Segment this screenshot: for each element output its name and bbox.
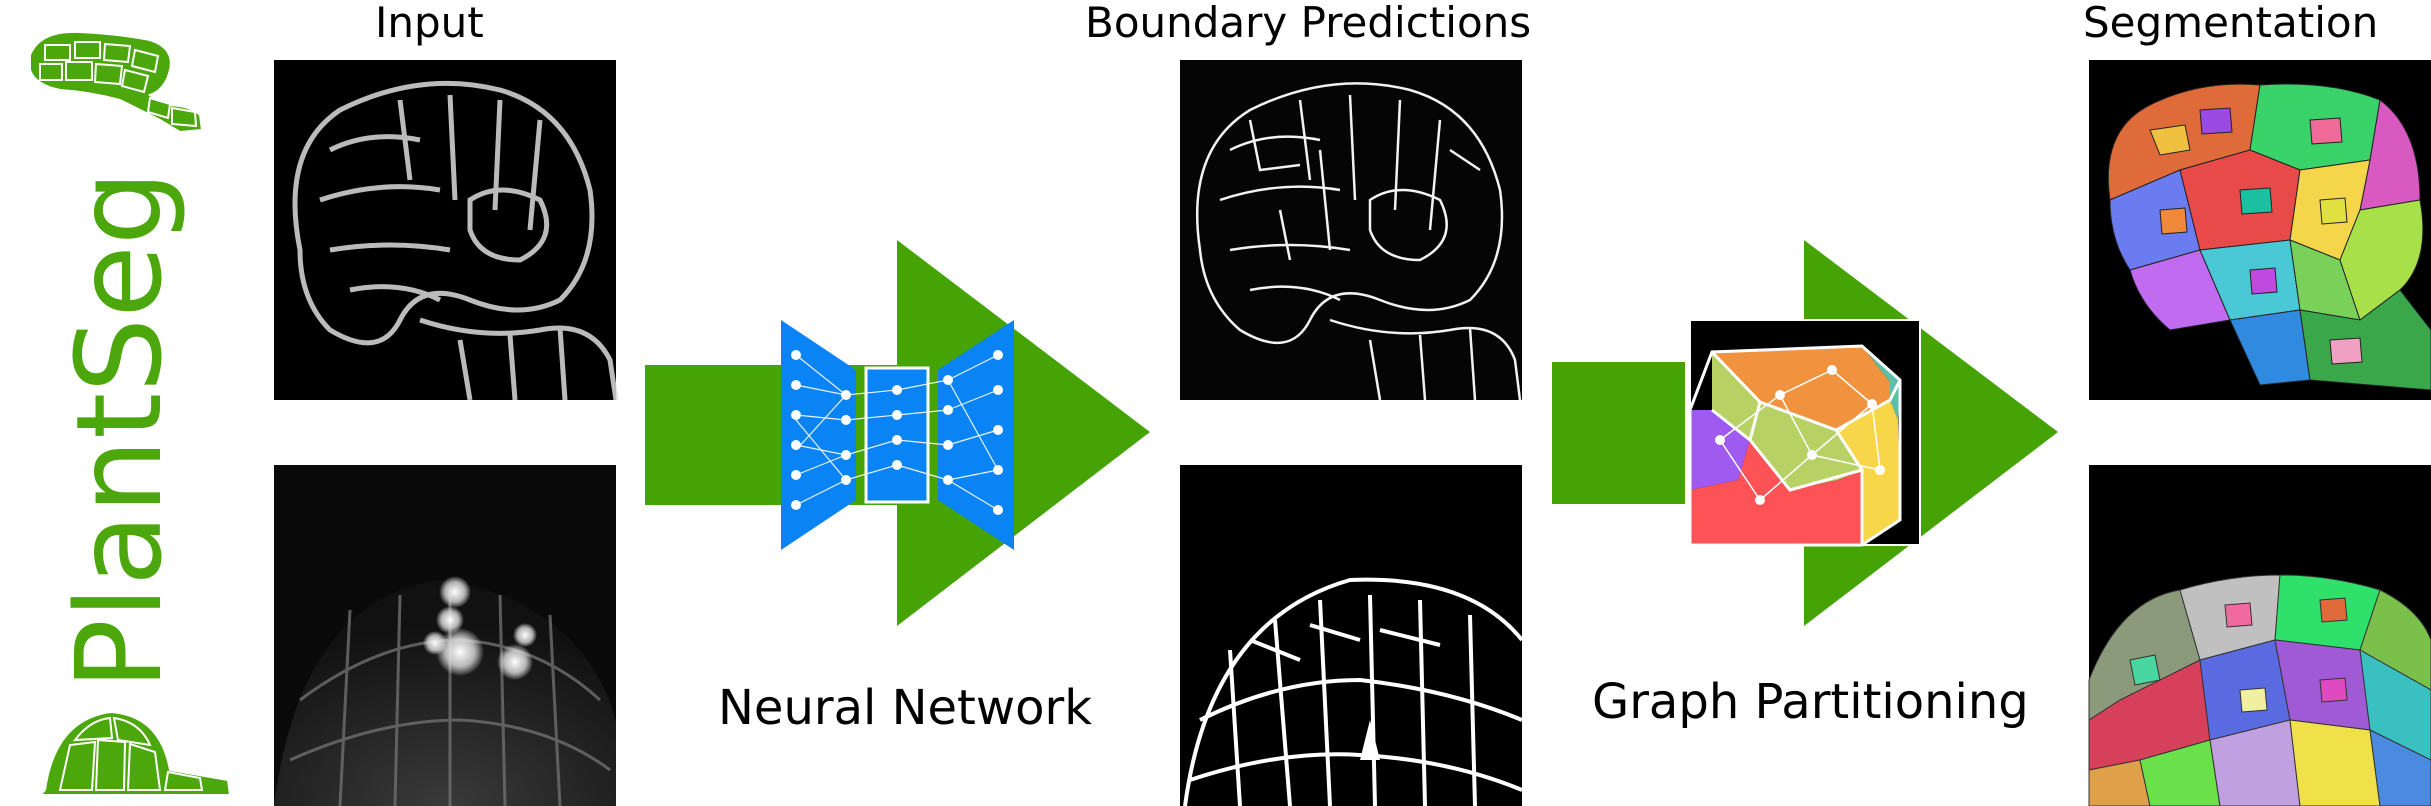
- graph-partitioning-label: Graph Partitioning: [1592, 674, 2029, 730]
- logo-text: PlantSeg: [50, 170, 188, 690]
- input-image-top: [274, 60, 619, 401]
- boundary-image-top: [1180, 60, 1522, 401]
- segmentation-label: Segmentation: [2083, 0, 2379, 47]
- neural-network-icon: [781, 320, 1014, 550]
- graph-cell: [1712, 346, 1890, 430]
- neural-network-label: Neural Network: [718, 680, 1093, 736]
- segmentation-image-bottom: [2088, 465, 2431, 806]
- neural-network-arrow: [645, 240, 1150, 626]
- decoder-block: [938, 320, 1014, 550]
- encoder-block: [781, 320, 856, 550]
- arrow-shaft: [1552, 362, 1685, 504]
- logo-leaf-top-icon: [29, 30, 204, 134]
- input-image-bottom: [274, 465, 616, 806]
- graph-cell: [1836, 400, 1900, 545]
- segmentation-image-top: [2089, 60, 2431, 400]
- graph-partitioning-icon: [1688, 319, 1921, 547]
- graph-cell: [1862, 346, 1900, 420]
- graph-cell: [1690, 440, 1862, 545]
- boundary-predictions-label: Boundary Predictions: [1085, 0, 1532, 47]
- logo-dome-icon: [37, 710, 232, 796]
- arrow-head: [897, 240, 1150, 626]
- input-label: Input: [375, 0, 484, 47]
- arrow-shaft: [645, 365, 907, 505]
- plantseg-logo: PlantSeg: [29, 30, 232, 796]
- graph-cell: [1712, 352, 1862, 490]
- boundary-image-bottom: [1180, 465, 1524, 806]
